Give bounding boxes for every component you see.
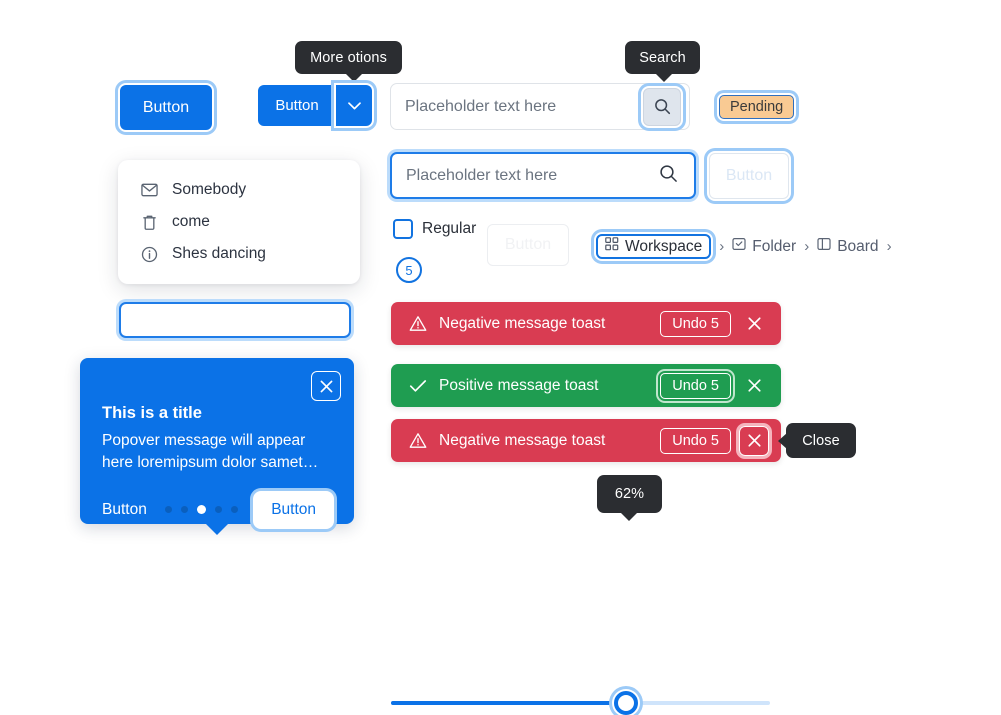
search-field-1[interactable]: Placeholder text here — [390, 83, 690, 130]
count-badge-label: 5 — [405, 262, 413, 278]
popover-arrow-icon — [206, 524, 228, 535]
trash-icon — [140, 213, 158, 231]
split-button[interactable]: Button — [258, 85, 372, 126]
popover-message: Popover message will appear here loremip… — [102, 432, 319, 472]
toast-close-button[interactable] — [739, 425, 769, 456]
toast-negative-2[interactable]: Negative message toast Undo 5 — [391, 419, 781, 462]
popover-title: This is a title — [102, 404, 202, 422]
menu-item-somebody[interactable]: Somebody — [118, 174, 360, 206]
mail-icon — [140, 181, 158, 199]
folder-check-icon — [732, 237, 746, 256]
search-input-1[interactable]: Placeholder text here — [405, 97, 557, 115]
slider-value-tooltip: 62% — [597, 475, 662, 521]
pagination-dot-active[interactable] — [196, 505, 206, 515]
pagination-dot[interactable] — [230, 506, 238, 514]
slider-value-label: 62% — [614, 486, 645, 502]
split-button-caret[interactable] — [336, 85, 372, 126]
check-icon — [407, 379, 429, 393]
close-icon — [747, 317, 761, 330]
menu-item-come[interactable]: come — [118, 206, 360, 238]
toast-undo-button[interactable]: Undo 5 — [660, 372, 731, 399]
tooltip-close-label: Close — [802, 432, 840, 449]
toast-positive[interactable]: Positive message toast Undo 5 — [391, 364, 781, 407]
breadcrumb-item-label: Workspace — [625, 237, 703, 255]
tooltip-more-options: More otions — [295, 41, 402, 82]
search-icon[interactable] — [659, 164, 678, 188]
grid-icon — [605, 237, 619, 256]
toast-message: Negative message toast — [439, 314, 606, 332]
status-badge-pending[interactable]: Pending — [719, 95, 795, 119]
primary-button[interactable]: Button — [120, 85, 212, 130]
tooltip-arrow-icon — [655, 73, 673, 82]
breadcrumb-separator: › — [886, 238, 892, 255]
toast-undo-button[interactable]: Undo 5 — [660, 310, 731, 337]
empty-text-input[interactable] — [119, 302, 351, 338]
slider-fill — [391, 701, 626, 705]
checkbox-label: Regular — [422, 220, 477, 237]
dropdown-menu[interactable]: Somebody come Shes dancing — [118, 160, 360, 284]
close-icon — [320, 380, 332, 392]
search-input-2[interactable]: Placeholder text here — [406, 166, 558, 184]
checkbox-box[interactable] — [393, 219, 413, 239]
ghost-button-label: Button — [725, 167, 773, 184]
pagination-dot[interactable] — [164, 506, 172, 514]
breadcrumb-item-label: Folder — [752, 237, 797, 255]
close-icon — [747, 434, 761, 447]
menu-item-label: Somebody — [172, 181, 247, 198]
breadcrumb: Workspace › Folder › Board › — [596, 234, 900, 259]
breadcrumb-item-label: Board — [837, 237, 879, 255]
tooltip-search: Search — [625, 41, 700, 82]
search-icon — [654, 99, 670, 115]
popover-link-button[interactable]: Button — [102, 500, 147, 518]
tooltip-more-options-label: More otions — [310, 49, 387, 66]
ghost-button[interactable]: Button — [709, 153, 789, 199]
checkbox-regular[interactable]: Regular — [393, 219, 476, 239]
toast-close-button[interactable] — [739, 371, 769, 401]
breadcrumb-item-board[interactable]: Board — [817, 237, 879, 256]
chevron-down-icon — [347, 101, 361, 109]
info-icon — [140, 245, 158, 263]
warning-icon — [407, 432, 429, 449]
tooltip-arrow-icon — [345, 73, 363, 82]
canvas: More otions Search Button Button Placeho… — [80, 41, 900, 715]
popover-action-button[interactable]: Button — [255, 492, 332, 527]
search-button-1[interactable] — [643, 87, 681, 126]
slider-thumb[interactable] — [613, 691, 638, 715]
close-icon — [747, 379, 761, 392]
toast-message: Positive message toast — [439, 376, 599, 394]
primary-button-label: Button — [142, 98, 190, 116]
breadcrumb-item-folder[interactable]: Folder — [732, 237, 796, 256]
tooltip-arrow-icon — [620, 512, 638, 521]
disabled-button: Button — [487, 224, 569, 266]
toast-message: Negative message toast — [439, 431, 606, 449]
toast-close-button[interactable] — [739, 309, 769, 339]
breadcrumb-separator: › — [804, 238, 810, 255]
split-button-label: Button — [275, 97, 319, 114]
split-button-main[interactable]: Button — [258, 85, 336, 126]
popover-pagination-dots[interactable] — [164, 505, 238, 515]
search-field-2[interactable]: Placeholder text here — [390, 152, 696, 199]
toast-negative-1[interactable]: Negative message toast Undo 5 — [391, 302, 781, 345]
menu-item-shes-dancing[interactable]: Shes dancing — [118, 238, 360, 270]
popover-close-button[interactable] — [311, 371, 341, 401]
menu-item-label: come — [172, 213, 210, 230]
warning-icon — [407, 315, 429, 332]
breadcrumb-separator: › — [719, 238, 725, 255]
breadcrumb-item-workspace[interactable]: Workspace — [596, 234, 712, 259]
tooltip-arrow-icon — [778, 432, 787, 449]
popover-footer: Button Button — [102, 492, 332, 527]
pagination-dot[interactable] — [180, 506, 188, 514]
tooltip-close: Close — [778, 423, 856, 458]
board-icon — [817, 237, 831, 256]
tooltip-search-label: Search — [639, 49, 686, 66]
pagination-dot[interactable] — [214, 506, 222, 514]
slider[interactable] — [391, 691, 770, 715]
count-badge: 5 — [396, 257, 422, 283]
toast-undo-button[interactable]: Undo 5 — [660, 427, 731, 454]
popover: This is a title Popover message will app… — [80, 358, 354, 535]
menu-item-label: Shes dancing — [172, 245, 266, 262]
disabled-button-label: Button — [504, 236, 552, 253]
status-badge-pending-label: Pending — [719, 95, 795, 119]
